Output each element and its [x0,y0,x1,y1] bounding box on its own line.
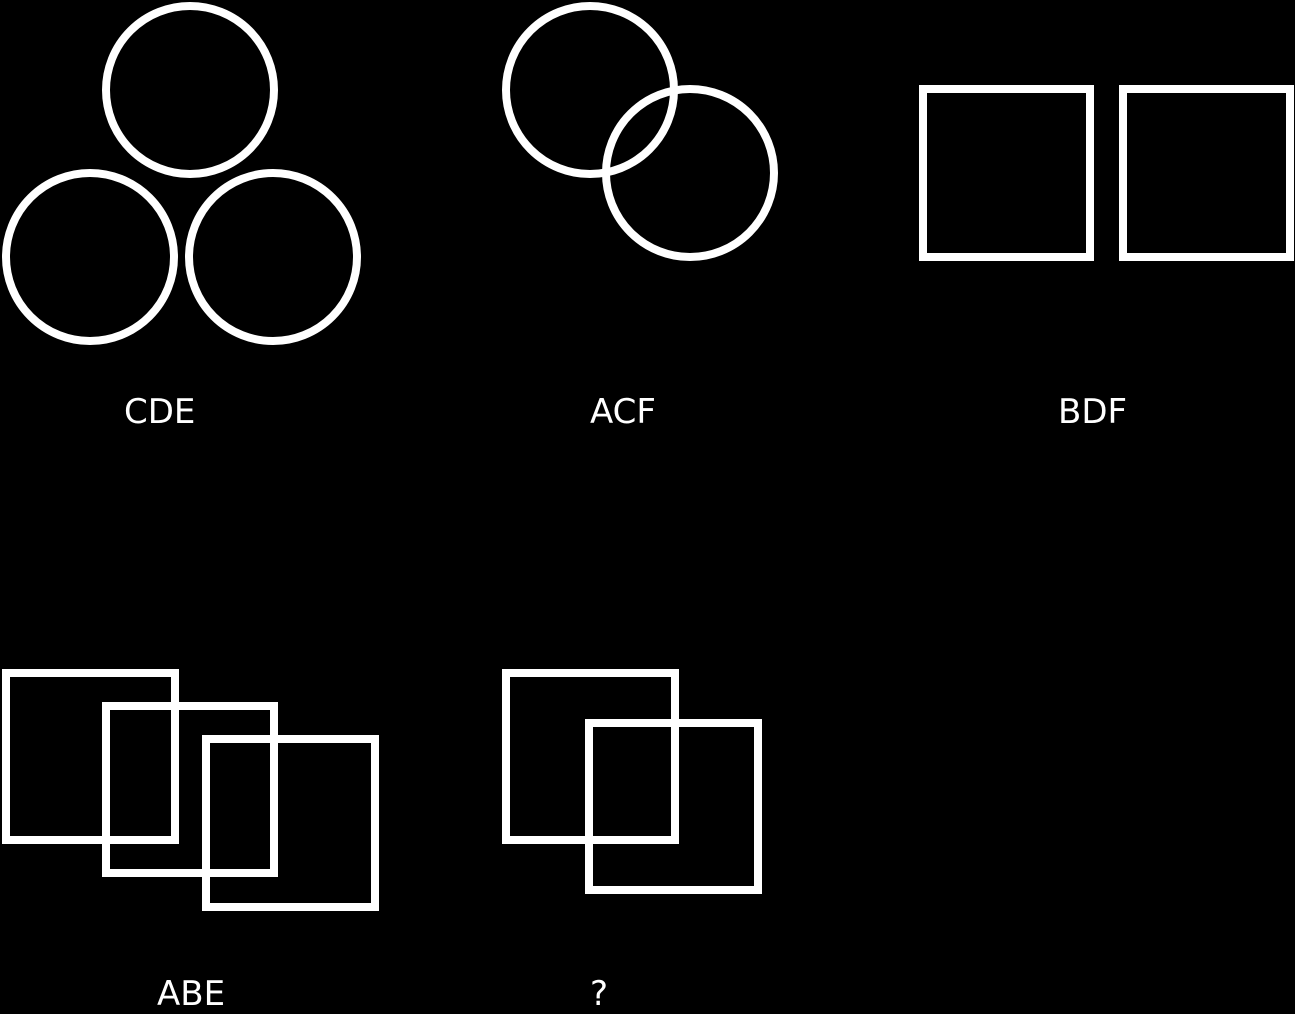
panel-1-figure [2,2,361,345]
panel-4-square-2 [102,702,278,877]
panel-3-square-right [1119,85,1294,261]
panel-4-label: ABE [157,974,226,1014]
panel-4-square-1 [2,669,179,844]
panel-3-figure [919,85,1294,261]
panel-1-circle-bottom-right [185,169,361,345]
panel-2-circle-upper [502,2,678,178]
panel-5-square-2 [585,719,762,894]
panel-2-figure [502,2,778,261]
panel-1-circle-top [102,2,278,178]
panel-3-square-left [919,85,1094,261]
panel-1-label: CDE [124,392,196,432]
panel-4-square-3 [202,735,379,911]
panel-4-figure [2,669,379,911]
panel-2-circle-lower [602,85,778,261]
panel-1-circle-bottom-left [2,169,178,345]
panel-2-label: ACF [590,392,656,432]
panel-5-label: ? [590,974,609,1014]
panel-5-figure [502,669,762,894]
panel-3-label: BDF [1058,392,1128,432]
